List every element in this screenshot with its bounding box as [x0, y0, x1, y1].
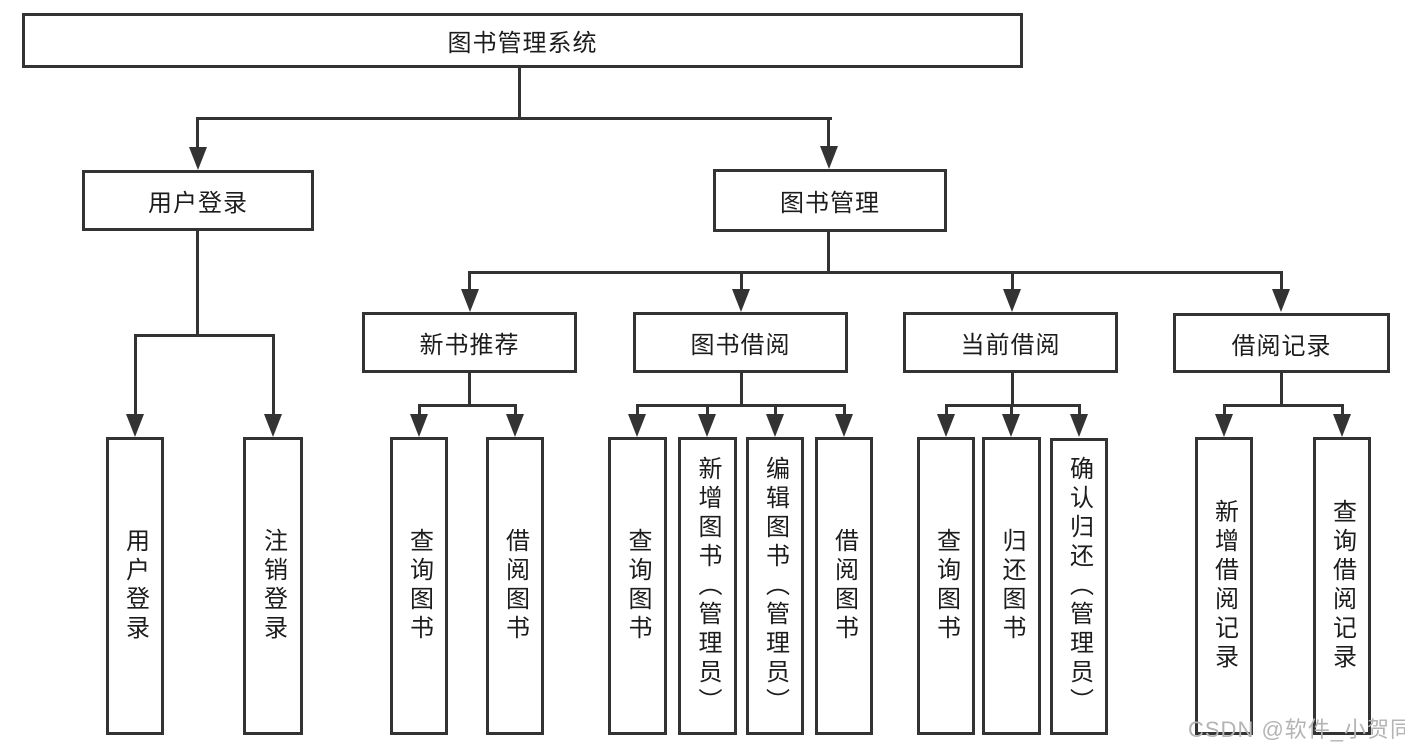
node-label: 借阅图书: [501, 528, 529, 644]
node-label: 归还图书: [998, 528, 1025, 644]
arrow-down-icon: [1215, 414, 1233, 437]
leaf-edit-books-admin: 编辑图书（管理员）: [746, 437, 804, 735]
arrow-down-icon: [1333, 414, 1351, 437]
connector-line: [740, 271, 743, 289]
node-label: 图书管理系统: [447, 30, 598, 57]
leaf-query-books-current: 查询图书: [917, 437, 975, 735]
connector-line: [468, 373, 471, 404]
arrow-down-icon: [937, 414, 955, 437]
node-user-login: 用户登录: [82, 170, 314, 231]
connector-line: [134, 334, 274, 337]
connector-line: [1010, 404, 1013, 415]
node-label: 当前借阅: [960, 332, 1061, 359]
node-root: 图书管理系统: [22, 13, 1023, 68]
arrow-down-icon: [732, 289, 750, 312]
node-book-borrowing: 图书借阅: [633, 312, 848, 373]
leaf-borrow-books-recommend: 借阅图书: [486, 437, 544, 735]
node-label: 查询图书: [624, 528, 651, 644]
connector-line: [1280, 271, 1283, 289]
connector-line: [419, 404, 516, 407]
node-label: 注销登录: [259, 528, 287, 644]
leaf-query-books-recommend: 查询图书: [390, 437, 448, 735]
arrow-down-icon: [1003, 289, 1021, 312]
connector-line: [774, 404, 777, 415]
node-label: 确认归还（管理员）: [1065, 456, 1093, 717]
connector-line: [946, 404, 1081, 407]
node-label: 编辑图书（管理员）: [761, 455, 789, 717]
leaf-query-books-borrowing: 查询图书: [608, 437, 667, 735]
leaf-borrow-books-borrowing: 借阅图书: [815, 437, 873, 735]
node-label: 新书推荐: [419, 332, 520, 359]
connector-line: [1011, 271, 1014, 289]
connector-line: [637, 404, 845, 407]
node-label: 图书管理: [780, 190, 880, 217]
connector-line: [1224, 404, 1344, 407]
arrow-down-icon: [835, 414, 853, 437]
arrow-down-icon: [189, 147, 207, 170]
arrow-down-icon: [766, 414, 784, 437]
arrow-down-icon: [506, 414, 524, 437]
connector-line: [418, 404, 421, 415]
arrow-down-icon: [461, 289, 479, 312]
node-book-management: 图书管理: [713, 169, 947, 232]
node-label: 查询图书: [932, 528, 960, 644]
leaf-confirm-return-admin: 确认归还（管理员）: [1050, 438, 1108, 735]
connector-line: [468, 271, 471, 289]
node-label: 用户登录: [148, 190, 248, 217]
connector-line: [196, 117, 199, 147]
connector-line: [843, 404, 846, 415]
leaf-logout: 注销登录: [243, 437, 303, 735]
connector-line: [1341, 404, 1344, 415]
connector-line: [1280, 373, 1283, 404]
node-label: 查询借阅记录: [1328, 499, 1356, 673]
leaf-return-books: 归还图书: [982, 437, 1041, 735]
node-new-book-recommend: 新书推荐: [362, 312, 577, 373]
node-label: 查询图书: [405, 528, 433, 644]
node-label: 新增图书（管理员）: [694, 455, 721, 717]
node-label: 新增借阅记录: [1210, 499, 1238, 673]
connector-line: [740, 373, 743, 404]
node-label: 用户登录: [121, 528, 149, 644]
connector-line: [272, 334, 275, 414]
watermark: CSDN @软件_小贺同学: [1188, 717, 1405, 742]
connector-line: [134, 334, 137, 414]
connector-line: [518, 68, 521, 117]
connector-line: [514, 404, 517, 415]
node-label: 借阅记录: [1231, 332, 1332, 360]
arrow-down-icon: [1002, 414, 1020, 437]
node-borrowing-records: 借阅记录: [1173, 313, 1390, 373]
connector-line: [1011, 373, 1014, 404]
leaf-user-login: 用户登录: [106, 437, 164, 735]
connector-line: [196, 230, 199, 334]
arrow-down-icon: [1070, 414, 1088, 437]
node-current-borrowing: 当前借阅: [903, 312, 1118, 373]
connector-line: [196, 117, 832, 120]
connector-line: [827, 232, 830, 271]
arrow-down-icon: [126, 414, 144, 437]
arrow-down-icon: [698, 414, 716, 437]
leaf-add-borrow-record: 新增借阅记录: [1195, 437, 1253, 735]
arrow-down-icon: [820, 146, 838, 169]
node-label: 图书借阅: [690, 332, 791, 359]
arrow-down-icon: [410, 414, 428, 437]
leaf-add-books-admin: 新增图书（管理员）: [678, 437, 737, 735]
connector-line: [1078, 404, 1081, 415]
connector-line: [636, 404, 639, 415]
connector-line: [469, 271, 1282, 274]
node-label: 借阅图书: [830, 528, 858, 644]
connector-line: [706, 404, 709, 415]
connector-line: [1223, 404, 1226, 415]
connector-line: [827, 117, 830, 146]
leaf-query-borrow-record: 查询借阅记录: [1313, 437, 1371, 735]
connector-line: [945, 404, 948, 415]
arrow-down-icon: [264, 414, 282, 437]
arrow-down-icon: [628, 414, 646, 437]
arrow-down-icon: [1272, 289, 1290, 312]
